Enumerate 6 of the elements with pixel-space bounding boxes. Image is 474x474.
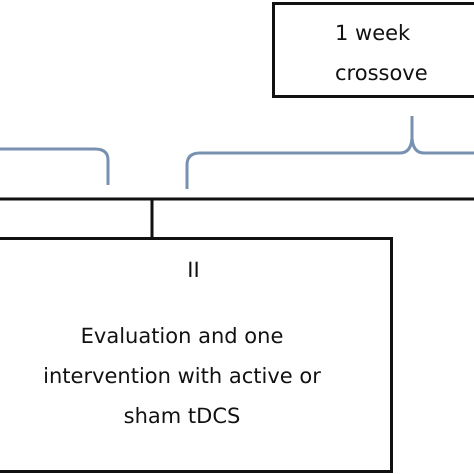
process-box: [272, 2, 474, 98]
stage-description: Evaluation and one intervention with active or sham tDCS: [42, 323, 322, 430]
stage-number: II: [186, 257, 201, 284]
connector-line: [0, 198, 474, 238]
period-label: 1 week crossove: [335, 20, 429, 87]
process-box: [0, 237, 393, 473]
